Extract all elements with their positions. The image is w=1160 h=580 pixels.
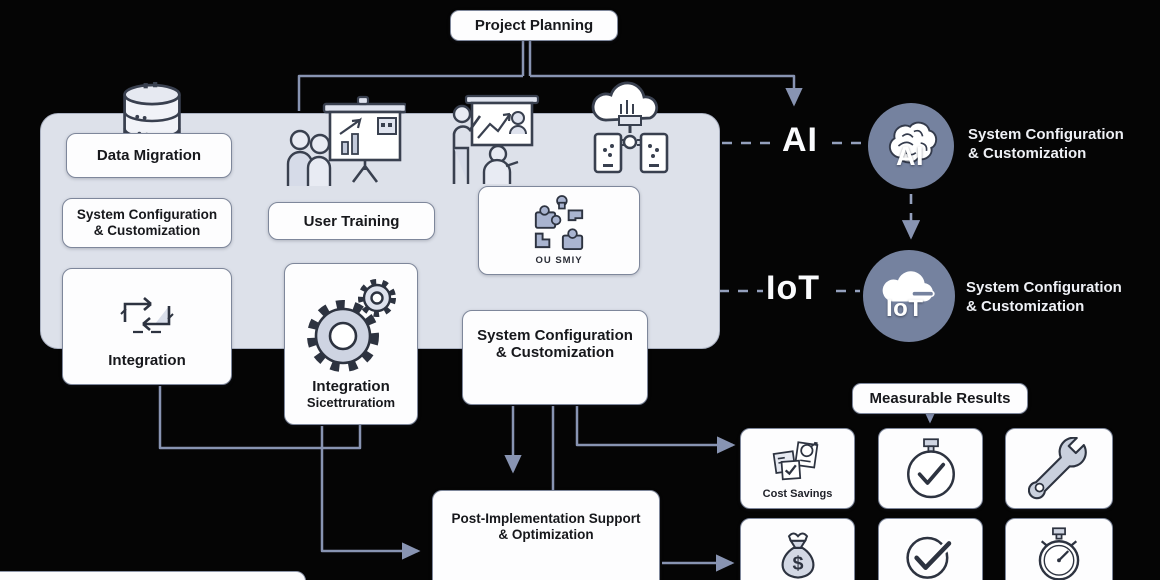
tile-timer-check: [878, 428, 983, 509]
iot-cloud-icon: [882, 271, 935, 302]
ai-badge-text: AI: [896, 141, 924, 171]
tile-check-circle: [878, 518, 983, 580]
cloud-devices-icon: [591, 81, 669, 174]
iot-caption: System Configuration & Customization: [966, 278, 1122, 316]
puzzle-icon: [534, 195, 584, 251]
node-system-configuration-2: System Configuration & Customization: [462, 310, 648, 405]
node-label-line2: & Customization: [495, 344, 615, 361]
tile-stopwatch: [1005, 518, 1113, 580]
node-user-training: User Training: [268, 202, 435, 240]
node-data-migration: Data Migration: [66, 133, 232, 178]
tile-money-bag: $: [740, 518, 855, 580]
ai-caption-line2: & Customization: [968, 145, 1087, 162]
iot-badge: IoT: [863, 250, 955, 342]
iot-caption-line1: System Configuration: [966, 279, 1122, 296]
iot-label: IoT: [766, 269, 820, 307]
node-caption: OU SMIY: [535, 255, 583, 266]
node-project-planning: Project Planning: [450, 10, 618, 41]
tile-cost-savings: Cost Savings: [740, 428, 855, 509]
wrench-icon: [1028, 436, 1087, 499]
iot-badge-text: IoT: [886, 295, 924, 322]
node-label: Integration: [108, 352, 186, 369]
node-label-line2: & Customization: [93, 223, 201, 238]
gears-icon: [307, 279, 396, 372]
node-label-line2: & Optimization: [498, 527, 594, 542]
node-label: Measurable Results: [869, 390, 1011, 407]
bottom-left-box: [0, 571, 306, 580]
ai-label: AI: [782, 121, 818, 159]
node-label-line1: System Configuration: [76, 207, 218, 222]
node-label-line1: Post-Implementation Support: [451, 511, 641, 526]
ai-badge: AI: [868, 103, 954, 189]
integration-arrows-icon: [120, 297, 174, 334]
node-label: Data Migration: [96, 147, 202, 164]
node-label-line1: System Configuration: [477, 327, 633, 344]
iot-caption-line2: & Customization: [966, 298, 1085, 315]
tile-wrench: [1005, 428, 1113, 509]
trainer-screen-icon: [452, 94, 540, 184]
presentation-people-icon: [286, 95, 406, 186]
node-label: Project Planning: [474, 17, 594, 34]
node-measurable-results: Measurable Results: [852, 383, 1028, 414]
tile-label: Cost Savings: [762, 487, 833, 500]
node-label-line1: Integration: [312, 378, 390, 395]
check-circle-icon: [905, 536, 953, 579]
brain-icon: [888, 121, 938, 164]
node-label: User Training: [303, 212, 400, 230]
node-integration-2: Integration Sicettruratiom: [284, 263, 418, 425]
money-bag-icon: $: [781, 532, 814, 579]
node-label-line2: Sicettruratiom: [306, 395, 396, 410]
svg-text:$: $: [792, 553, 803, 575]
node-post-implementation: Post-Implementation Support & Optimizati…: [432, 490, 660, 580]
node-system-configuration-1: System Configuration & Customization: [62, 198, 232, 248]
documents-check-icon: [772, 440, 818, 480]
stopwatch-icon: [1038, 527, 1080, 580]
node-puzzle: OU SMIY: [478, 186, 640, 275]
ai-caption: System Configuration & Customization: [968, 125, 1124, 163]
stopwatch-check-icon: [906, 437, 955, 498]
ai-caption-line1: System Configuration: [968, 126, 1124, 143]
node-integration-1: Integration: [62, 268, 232, 385]
